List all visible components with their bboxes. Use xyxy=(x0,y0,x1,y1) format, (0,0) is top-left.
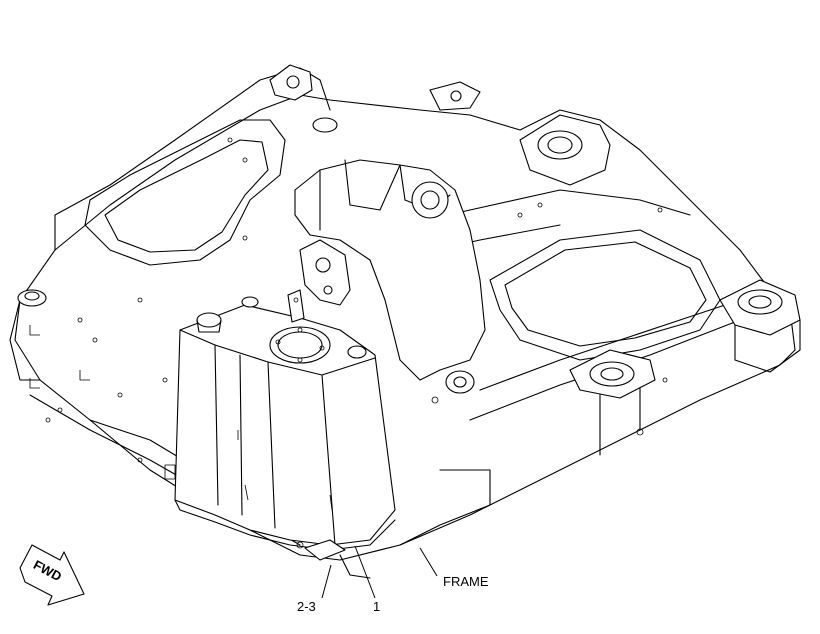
leader-lines xyxy=(321,545,438,599)
corner-mounts xyxy=(17,64,801,399)
leader-part-1 xyxy=(354,545,376,599)
callout-frame: FRAME xyxy=(443,574,489,589)
callout-part-2-3: 2-3 xyxy=(297,599,316,614)
fuel-tank xyxy=(164,289,396,551)
callout-part-1: 1 xyxy=(373,599,380,614)
deck-bolts xyxy=(29,137,668,549)
forward-arrow-icon: FWD xyxy=(19,544,85,606)
leader-frame xyxy=(419,547,438,577)
tank-mount-bracket xyxy=(304,539,371,579)
leader-part-2-3 xyxy=(321,564,332,599)
boom-bracket xyxy=(294,159,486,394)
